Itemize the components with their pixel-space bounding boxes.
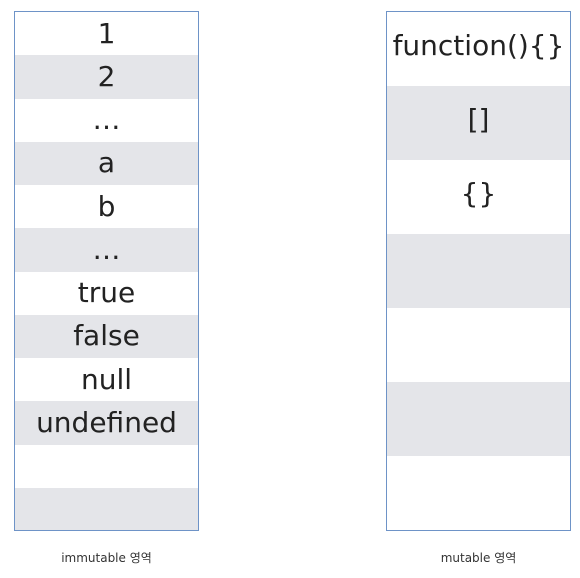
immutable-cell: undefined xyxy=(15,401,198,445)
immutable-area-caption: immutable 영역 xyxy=(61,551,152,565)
immutable-memory-column: 1 2 … a b … true false null undefined xyxy=(14,11,199,531)
immutable-cell: b xyxy=(97,189,116,223)
mutable-cell: function(){} xyxy=(392,29,565,62)
immutable-cell: a xyxy=(15,141,198,185)
mutable-cell: [] xyxy=(387,86,570,160)
immutable-cell: null xyxy=(80,362,133,396)
immutable-cell xyxy=(15,487,198,530)
mutable-area-caption: mutable 영역 xyxy=(440,551,517,565)
immutable-cell: 2 xyxy=(15,55,198,99)
mutable-cell xyxy=(387,308,570,382)
immutable-cell: … xyxy=(15,228,198,272)
immutable-cell: 1 xyxy=(97,16,116,50)
mutable-cell xyxy=(387,234,570,308)
immutable-cell: false xyxy=(15,314,198,358)
immutable-cell: true xyxy=(77,276,136,310)
mutable-cell xyxy=(387,382,570,456)
mutable-cell xyxy=(387,456,570,530)
immutable-cell: … xyxy=(92,103,121,137)
mutable-cell: {} xyxy=(460,177,497,210)
immutable-cell xyxy=(15,445,198,488)
mutable-memory-column: function(){} [] {} xyxy=(386,11,571,531)
